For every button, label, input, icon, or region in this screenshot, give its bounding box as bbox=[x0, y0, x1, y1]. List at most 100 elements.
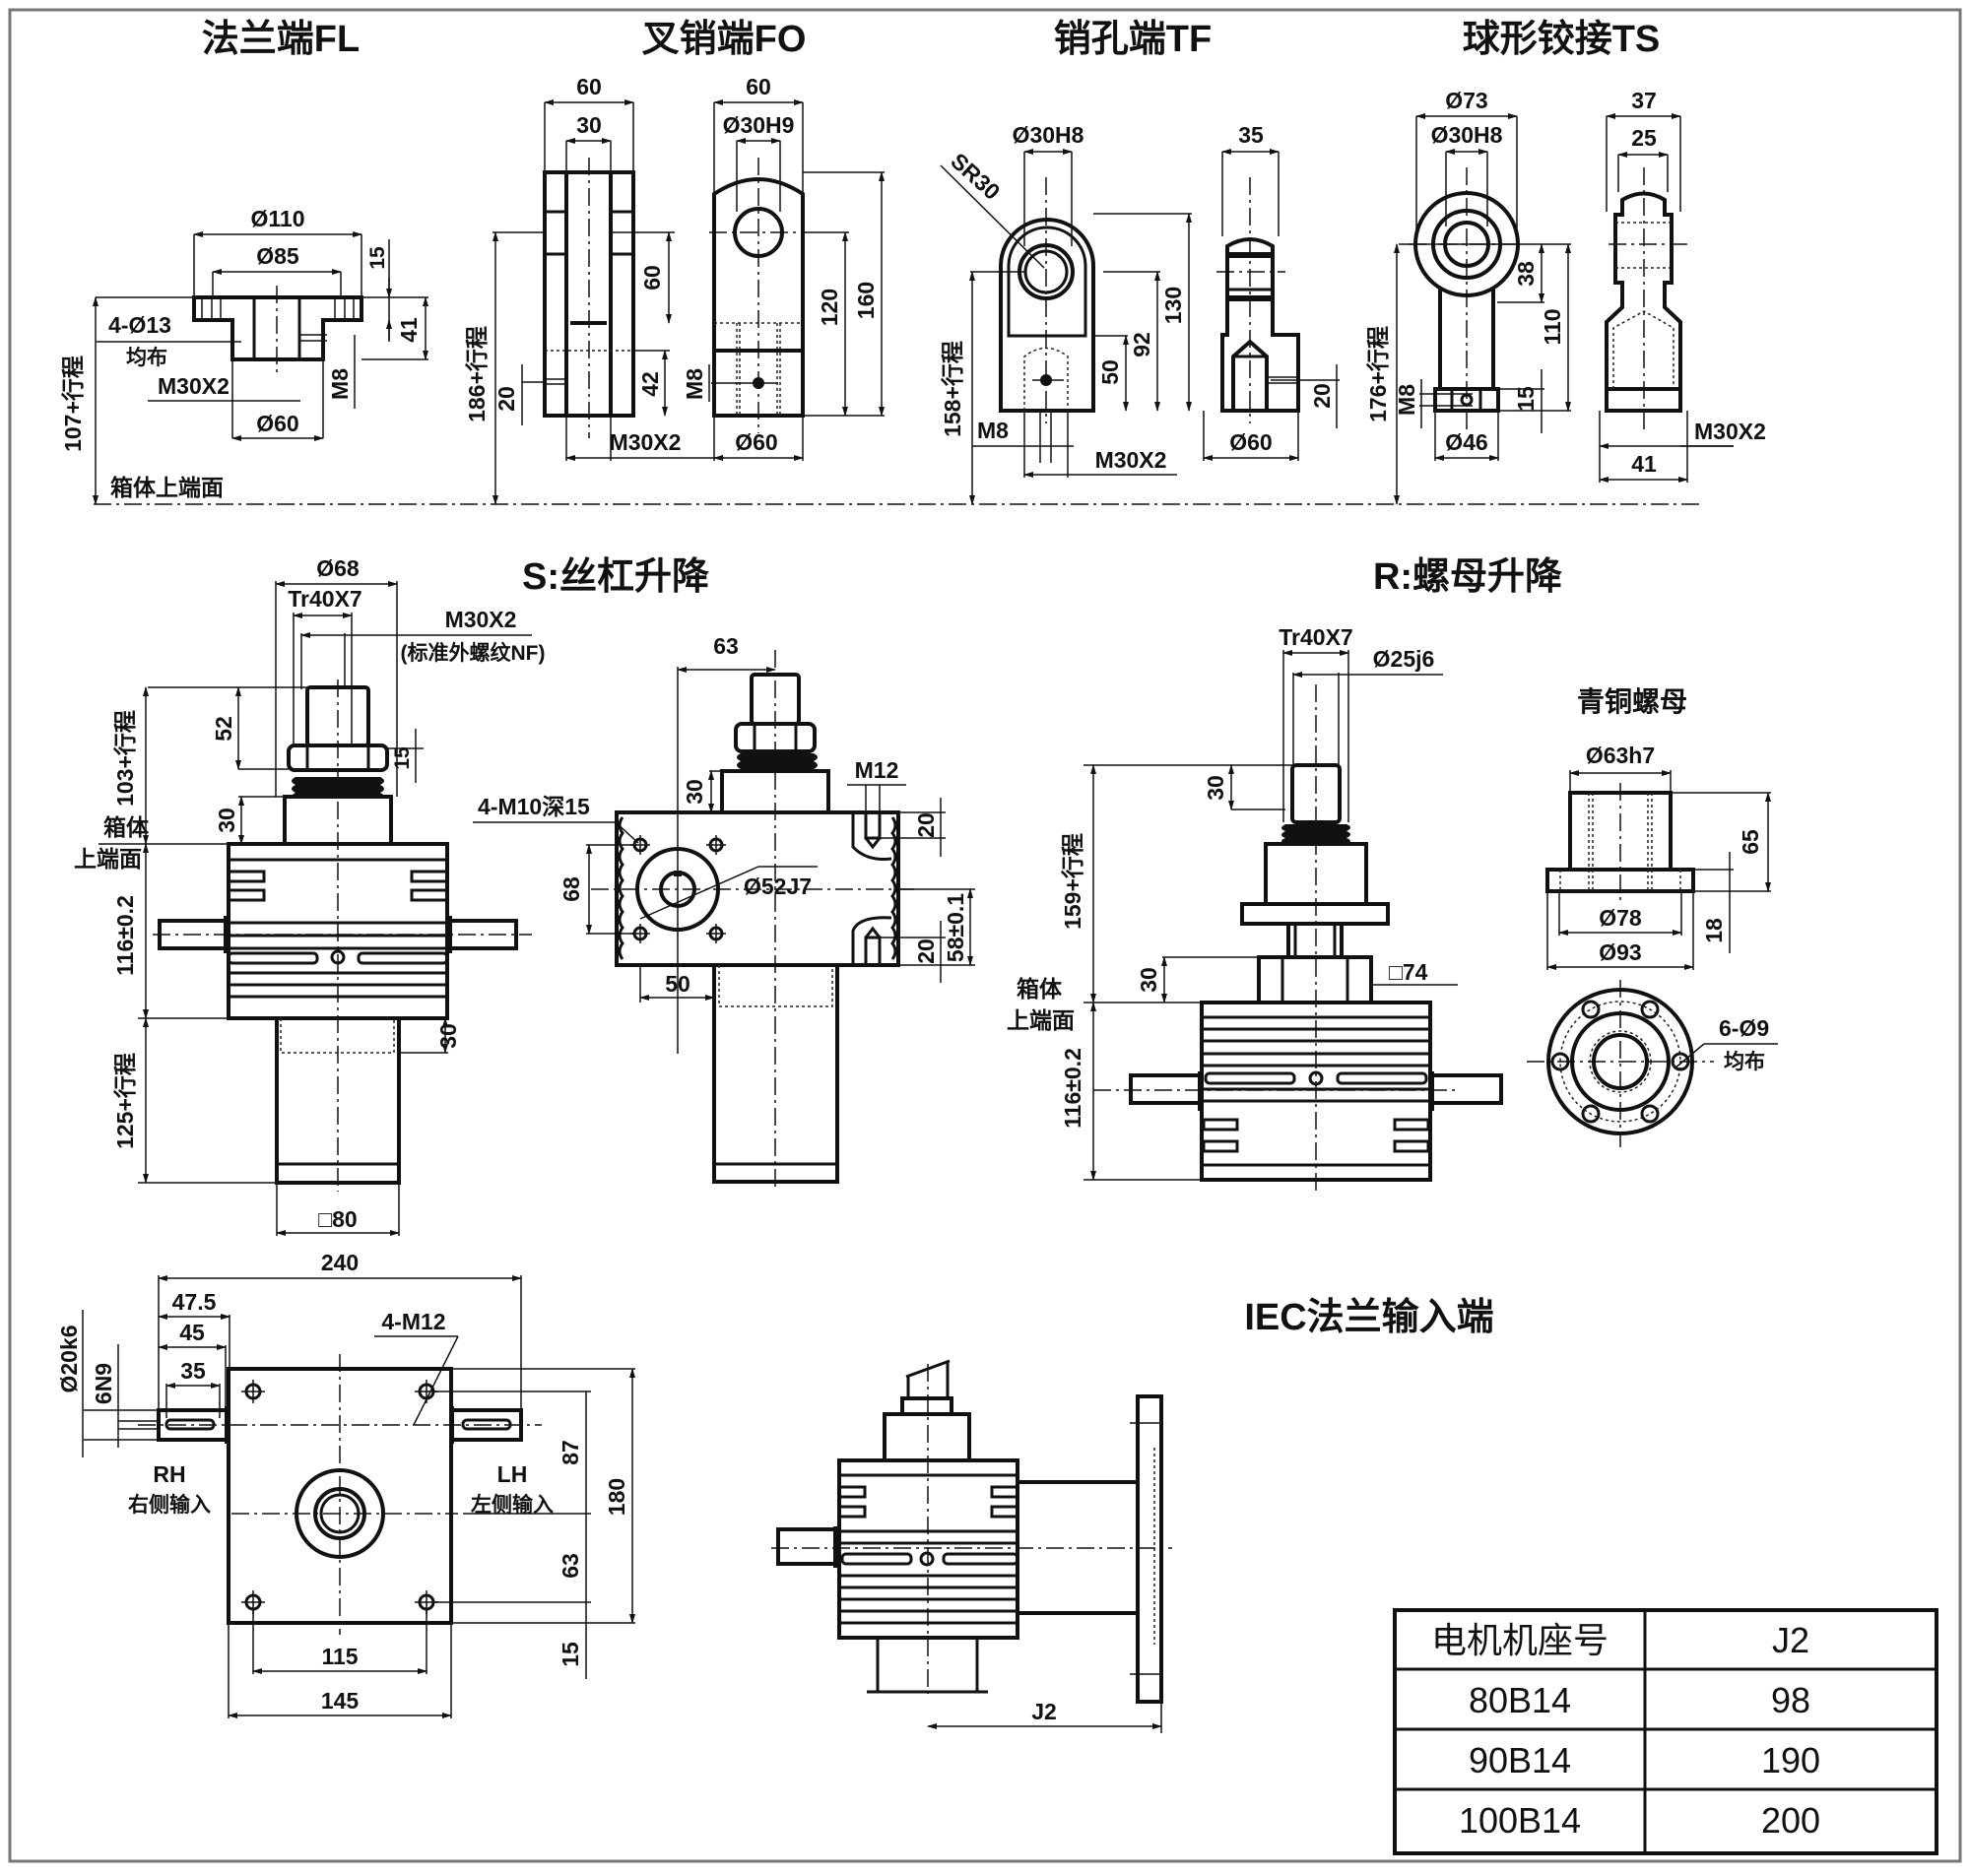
plan-h-15: 15 bbox=[558, 1642, 583, 1667]
plan-holes: 4-M12 bbox=[381, 1309, 445, 1334]
fl-screw: M8 bbox=[327, 368, 353, 400]
s-thread-note: (标准外螺纹NF) bbox=[401, 641, 546, 665]
s-side-holes: 4-M10深15 bbox=[478, 794, 590, 819]
ts-w-37: 37 bbox=[1631, 88, 1657, 113]
title-fl: 法兰端FL bbox=[202, 19, 360, 60]
ts-w-25: 25 bbox=[1631, 125, 1657, 151]
plan-w-45: 45 bbox=[179, 1320, 205, 1345]
plan-rh: RH bbox=[153, 1461, 185, 1487]
title-bronze-nut: 青铜螺母 bbox=[1577, 686, 1687, 717]
title-r: R:螺母升降 bbox=[1373, 556, 1562, 598]
fl-stroke: 107+行程 bbox=[60, 356, 86, 452]
title-tf: 销孔端TF bbox=[1054, 19, 1212, 60]
tf-h-92: 92 bbox=[1129, 332, 1154, 357]
fo-w-slot: 30 bbox=[576, 112, 602, 138]
plan-w-145: 145 bbox=[321, 1688, 360, 1714]
ts-ball-joint-view: Ø73 Ø30H8 38 110 15 M8 176+行程 Ø46 37 25 bbox=[1365, 88, 1766, 505]
motor-frame-table: 电机机座号 J2 80B14 98 90B14 190 100B14 200 bbox=[1393, 1608, 1938, 1855]
fo-slot-depth: 60 bbox=[639, 265, 665, 291]
fo-stroke: 186+行程 bbox=[464, 326, 490, 422]
s-side-w-50: 50 bbox=[665, 971, 690, 997]
r-stroke: 159+行程 bbox=[1060, 833, 1085, 930]
r-front-view: Tr40X7 Ø25j6 30 159+行程 30 □74 箱体 上端面 116… bbox=[1007, 624, 1503, 1192]
fl-ref-face: 箱体上端面 bbox=[110, 475, 224, 500]
tf-h-130: 130 bbox=[1160, 287, 1186, 324]
s-ref-face-1: 箱体 bbox=[103, 814, 150, 840]
fo-h-lower: 42 bbox=[637, 371, 663, 397]
plan-lh-note: 左侧输入 bbox=[471, 1493, 554, 1517]
plan-view: 240 47.5 45 35 Ø20k6 6N9 4-M12 RH 右侧输入 L… bbox=[56, 1250, 635, 1718]
s-front-view: Ø68 Tr40X7 M30X2 (标准外螺纹NF) 52 15 30 103+… bbox=[74, 555, 545, 1236]
table-cell: 200 bbox=[1761, 1800, 1820, 1841]
table-cell: 80B14 bbox=[1469, 1680, 1571, 1720]
r-square: □74 bbox=[1389, 959, 1428, 985]
table-header-j2: J2 bbox=[1772, 1620, 1809, 1660]
plan-rh-note: 右侧输入 bbox=[128, 1493, 211, 1517]
plan-w-35: 35 bbox=[180, 1358, 206, 1384]
fl-flange-view: Ø110 Ø85 Ø60 15 41 107+行程 4-Ø13 均布 M30X2… bbox=[60, 206, 428, 505]
table-cell: 90B14 bbox=[1469, 1740, 1571, 1780]
fo-clevis-view: 60 30 60 42 20 186+行程 M30X2 60 Ø3 bbox=[464, 74, 885, 505]
ts-w-41: 41 bbox=[1631, 451, 1657, 477]
s-stroke-top: 103+行程 bbox=[112, 710, 138, 807]
fl-d-outer: Ø110 bbox=[251, 206, 305, 231]
fl-h-total: 41 bbox=[396, 317, 422, 343]
s-h-30-bottom: 30 bbox=[435, 1023, 461, 1049]
table-cell: 190 bbox=[1761, 1740, 1820, 1780]
nut-d-63: Ø63h7 bbox=[1586, 743, 1655, 768]
tf-h-20: 20 bbox=[1309, 383, 1335, 409]
s-ref-face-2: 上端面 bbox=[74, 846, 142, 872]
fo-w-outer: 60 bbox=[576, 74, 602, 99]
table-cell: 100B14 bbox=[1459, 1800, 1581, 1841]
tf-pin: Ø30H8 bbox=[1013, 122, 1084, 148]
r-h-30b: 30 bbox=[1136, 967, 1161, 993]
s-side-m12: M12 bbox=[855, 757, 899, 783]
fo-thread: M30X2 bbox=[610, 429, 682, 455]
ts-pin: Ø30H8 bbox=[1431, 122, 1503, 148]
fo-screw: M8 bbox=[682, 368, 707, 400]
title-fo: 叉销端FO bbox=[641, 19, 807, 60]
plan-key: 6N9 bbox=[91, 1363, 116, 1404]
s-side-h-30: 30 bbox=[682, 779, 707, 805]
iec-dim-j2: J2 bbox=[1031, 1699, 1057, 1724]
nut-d-93: Ø93 bbox=[1599, 939, 1641, 965]
fo-h-120: 120 bbox=[817, 289, 842, 326]
r-box-h: 116±0.2 bbox=[1060, 1048, 1085, 1129]
ts-h-110: 110 bbox=[1540, 308, 1565, 345]
s-thread: M30X2 bbox=[445, 607, 517, 632]
fl-thread: M30X2 bbox=[158, 373, 230, 399]
fl-holes-note: 均布 bbox=[126, 346, 167, 369]
tf-thread: M30X2 bbox=[1095, 447, 1167, 473]
fl-d-body: Ø60 bbox=[256, 411, 298, 436]
title-ts: 球形铰接TS bbox=[1463, 19, 1661, 60]
r-screw: Tr40X7 bbox=[1279, 624, 1352, 650]
fo-pin: Ø30H9 bbox=[723, 112, 795, 138]
s-side-bore: Ø52J7 bbox=[744, 873, 812, 899]
r-ref-face-1: 箱体 bbox=[1017, 976, 1063, 1002]
fo-h-160: 160 bbox=[853, 282, 879, 319]
bronze-nut-view: Ø63h7 65 18 Ø78 Ø93 6-Ø9 均布 bbox=[1527, 743, 1778, 1147]
tf-h-50: 50 bbox=[1097, 359, 1123, 385]
s-side-h-58: 58±0.1 bbox=[943, 893, 968, 962]
fo-d-body: Ø60 bbox=[735, 429, 777, 455]
plan-h-87: 87 bbox=[558, 1440, 583, 1465]
ts-stroke: 176+行程 bbox=[1365, 326, 1391, 422]
nut-holes: 6-Ø9 bbox=[1719, 1015, 1769, 1041]
plan-shaft: Ø20k6 bbox=[56, 1325, 82, 1392]
table-cell: 98 bbox=[1771, 1680, 1810, 1720]
sheet-border bbox=[8, 8, 1962, 1863]
plan-lh: LH bbox=[497, 1461, 528, 1487]
iec-flange-view: J2 bbox=[771, 1359, 1172, 1733]
title-s: S:丝杠升降 bbox=[522, 556, 709, 598]
plan-h-63: 63 bbox=[558, 1553, 583, 1579]
nut-holes-note: 均布 bbox=[1724, 1050, 1765, 1073]
s-side-h-20a: 20 bbox=[913, 812, 939, 838]
s-box-h: 116±0.2 bbox=[112, 895, 138, 976]
r-h-30a: 30 bbox=[1203, 775, 1228, 801]
s-h-30: 30 bbox=[214, 808, 239, 833]
title-iec: IEC法兰输入端 bbox=[1244, 1297, 1493, 1338]
tf-w-side: 35 bbox=[1238, 122, 1264, 148]
fl-holes: 4-Ø13 bbox=[108, 312, 171, 338]
